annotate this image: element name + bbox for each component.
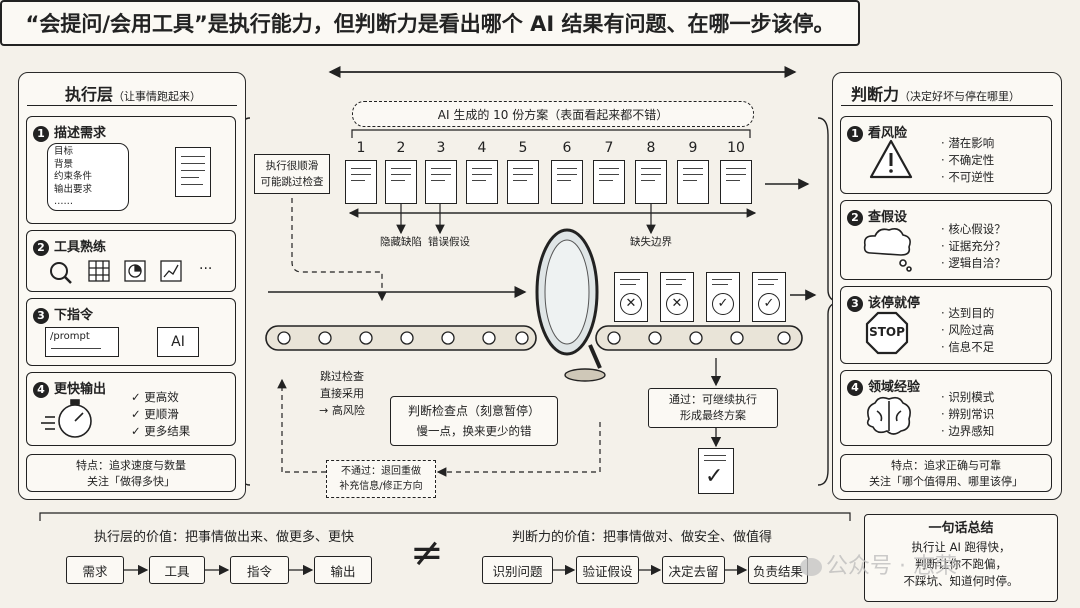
- plan-number: 5: [518, 140, 528, 156]
- plan-document-icon: [677, 160, 709, 204]
- plan-document-icon: [635, 160, 667, 204]
- checkpoint-box: 判断检查点（刻意暂停） 慢一点，换来更少的错: [390, 396, 558, 446]
- plan-number: 3: [436, 140, 446, 156]
- rejected-document-icon: ✕: [614, 272, 648, 322]
- stop-sign-label: STOP: [869, 325, 905, 339]
- requirement-bubble: 目标背景约束条件输出要求……: [47, 143, 129, 211]
- plan-document-icon: [720, 160, 752, 204]
- stop-bullets: · 达到目的 · 风险过高 · 信息不足: [941, 306, 995, 354]
- magnifier-icon: [535, 228, 606, 382]
- defect-missing-boundary: 缺失边界: [630, 236, 672, 248]
- plan-document-icon: [551, 160, 583, 204]
- plan-number: 1: [356, 140, 366, 156]
- page-title: “会提问/会用工具”是执行能力，但判断力是看出哪个 AI 结果有问题、在哪一步该…: [0, 0, 860, 46]
- flow-step-decide: 决定去留: [662, 556, 725, 584]
- wechat-icon: [800, 558, 822, 576]
- plan-number: 9: [688, 140, 698, 156]
- pie-chart-icon: [124, 260, 146, 282]
- skip-check-note: 跳过检查直接采用→ 高风险: [319, 370, 365, 417]
- flow-step-verify: 验证假设: [576, 556, 639, 584]
- search-icon: [50, 262, 72, 284]
- not-equal-sign: ≠: [410, 530, 444, 576]
- plan-document-icon: [345, 160, 377, 204]
- line-chart-icon: [160, 260, 182, 282]
- plan-document-icon: [385, 160, 417, 204]
- plan-number: 2: [396, 140, 406, 156]
- pass-box: 通过：可继续执行形成最终方案: [648, 388, 778, 428]
- brain-icon: [866, 396, 911, 435]
- flow-step-tools: 工具: [149, 556, 205, 584]
- assumption-bullets: · 核心假设？ · 证据充分？ · 逻辑自洽？: [941, 222, 1006, 270]
- spreadsheet-icon: [88, 260, 110, 282]
- watermark: 公众号 · 志荣: [800, 548, 957, 580]
- judgment-value: 判断力的价值：把事情做对、做安全、做值得: [512, 530, 773, 545]
- final-plan-document-icon: ✓: [698, 448, 734, 494]
- warning-icon: [869, 139, 913, 179]
- defect-wrong-assumption: 错误假设: [428, 236, 470, 248]
- ai-box: AI: [157, 327, 199, 357]
- flow-step-identify: 识别问题: [482, 556, 553, 584]
- experience-bullets: · 识别模式 · 辨别常识 · 边界感知: [941, 390, 995, 438]
- execution-value: 执行层的价值：把事情做出来、做更多、更快: [94, 530, 355, 545]
- plan-document-icon: [593, 160, 625, 204]
- plan-document-icon: [466, 160, 498, 204]
- document-icon: [175, 147, 211, 197]
- plan-number: 8: [646, 140, 656, 156]
- approved-document-icon: ✓: [752, 272, 786, 322]
- plan-number: 10: [727, 140, 745, 156]
- plan-number: 7: [604, 140, 614, 156]
- flow-step-instruction: 指令: [230, 556, 289, 584]
- output-checks: ✓ 更高效 ✓ 更顺滑 ✓ 更多结果: [131, 390, 191, 438]
- approved-document-icon: ✓: [706, 272, 740, 322]
- exec-feature-box: 特点：追求速度与数量关注「做得多快」: [26, 454, 236, 492]
- stop-sign-icon: [865, 311, 909, 355]
- plan-number: 4: [477, 140, 487, 156]
- summary-box: 一句话总结 执行让 AI 跑得快， 判断让你不跑偏， 不踩坑、知道何时停。: [864, 514, 1058, 602]
- judgment-heading: 判断力（决定好坏与停在哪里）: [851, 85, 1021, 104]
- more-tools-icon: ···: [199, 261, 213, 277]
- plans-label: AI 生成的 10 份方案（表面看起来都不错）: [352, 101, 754, 127]
- plan-document-icon: [507, 160, 539, 204]
- risk-bullets: · 潜在影响 · 不确定性 · 不可逆性: [941, 136, 995, 184]
- flow-step-output: 输出: [314, 556, 372, 584]
- prompt-input: /prompt: [45, 327, 119, 357]
- plan-document-icon: [425, 160, 457, 204]
- flow-step-requirement: 需求: [66, 556, 124, 584]
- judge-feature-box: 特点：追求正确与可靠关注「哪个值得用、哪里该停」: [840, 454, 1052, 492]
- rejected-document-icon: ✕: [660, 272, 694, 322]
- execution-heading: 执行层（让事情跑起来）: [65, 85, 202, 104]
- plan-number: 6: [562, 140, 572, 156]
- fail-box: 不通过：退回重做补充信息/修正方向: [326, 460, 436, 498]
- stopwatch-icon: [41, 399, 92, 438]
- thought-cloud-icon: [863, 228, 912, 272]
- smooth-execution-note: 执行很顺滑可能跳过检查: [254, 154, 330, 194]
- flow-step-responsible: 负责结果: [748, 556, 808, 584]
- defect-hidden: 隐藏缺陷: [380, 236, 422, 248]
